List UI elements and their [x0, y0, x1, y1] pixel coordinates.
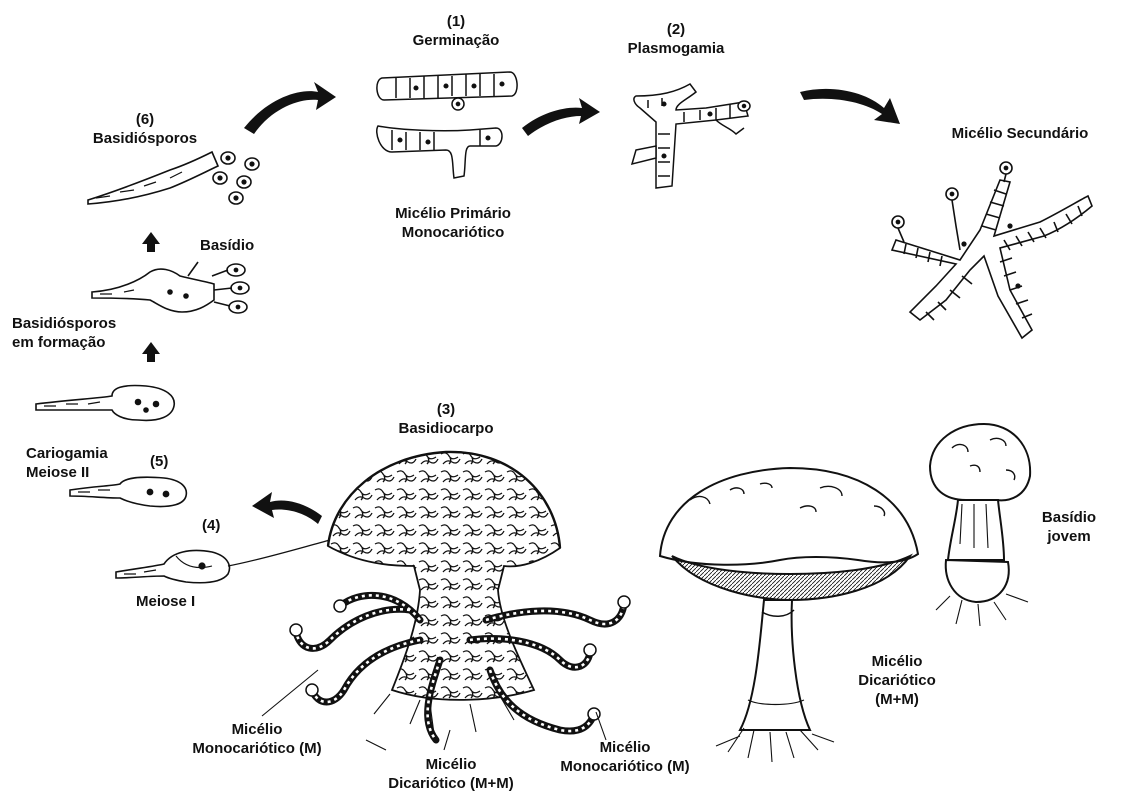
secondary-mycelium-title: Micélio Secundário [940, 124, 1100, 143]
basidiocarp-title: Basidiocarpo [376, 419, 516, 438]
plasmogamy-title: Plasmogamia [616, 39, 736, 58]
germination-step-number: (1) [386, 12, 526, 31]
mushroom-illustration [660, 468, 918, 762]
primary-mycelium-line1: Micélio Primário [370, 204, 536, 223]
basidiocarp-step-number: (3) [376, 400, 516, 419]
arrow-to-plasmogamy [522, 98, 600, 136]
dikaryotic-mycelium-center-label: Micélio Dicariótico (M+M) [366, 755, 536, 793]
germination-label: (1) Germinação [386, 12, 526, 50]
step5-label: (5) [150, 452, 168, 471]
spores-forming-line2: em formação [12, 333, 116, 352]
meiosis2-title: Meiose II [26, 463, 108, 482]
basidium-illustration [92, 262, 249, 313]
primary-mycelium-line2: Monocariótico [370, 223, 536, 242]
arrow-to-secondary-mycelium [800, 89, 900, 124]
plasmogamy-label: (2) Plasmogamia [616, 20, 736, 58]
step4-number: (4) [202, 516, 220, 535]
dikaryotic-center-line2: Dicariótico (M+M) [366, 774, 536, 793]
mono-mycelium-right-label: Micélio Monocariótico (M) [540, 738, 710, 776]
young-basidium-line2: jovem [1030, 527, 1108, 546]
young-basidium-illustration [930, 424, 1030, 626]
dikaryotic-right-line3: (M+M) [842, 690, 952, 709]
mono-mycelium-left-label: Micélio Monocariótico (M) [172, 720, 342, 758]
basidiospores-illustration [88, 152, 259, 204]
basidiocarp-label: (3) Basidiocarpo [376, 400, 516, 438]
primary-mycelium-label: Micélio Primário Monocariótico [370, 204, 536, 242]
basidiocarp-illustration [262, 452, 630, 750]
basidium-title: Basídio [200, 236, 254, 255]
spores-forming-label: Basidiósporos em formação [12, 314, 116, 352]
step4-label: (4) [202, 516, 220, 535]
dikaryotic-mycelium-right-label: Micélio Dicariótico (M+M) [842, 652, 952, 709]
karyogamy-title: Cariogamia [26, 444, 108, 463]
step5-number: (5) [150, 452, 168, 471]
up-arrow-basidium [142, 232, 160, 252]
basidiospores-label: (6) Basidiósporos [82, 110, 208, 148]
mono-left-line2: Monocariótico (M) [172, 739, 342, 758]
secondary-mycelium-label: Micélio Secundário [940, 124, 1100, 143]
secondary-mycelium [892, 162, 1092, 338]
mono-right-line2: Monocariótico (M) [540, 757, 710, 776]
meiosis1-title: Meiose I [136, 592, 195, 611]
karyogamy-label: Cariogamia Meiose II [26, 444, 108, 482]
plasmogamy-hyphae [632, 84, 750, 188]
arrow-to-meiosis [252, 492, 322, 524]
cycle-arrows [142, 82, 900, 524]
mono-left-line1: Micélio [172, 720, 342, 739]
dikaryotic-center-line1: Micélio [366, 755, 536, 774]
arrow-to-germination [244, 82, 336, 134]
meiosis1-label: Meiose I [136, 592, 195, 611]
karyogamy-cell [36, 385, 174, 420]
young-basidium-label: Basídio jovem [1030, 508, 1108, 546]
basidiospores-step-number: (6) [82, 110, 208, 129]
dikaryotic-right-line1: Micélio [842, 652, 952, 671]
dikaryotic-right-line2: Dicariótico [842, 671, 952, 690]
plasmogamy-step-number: (2) [616, 20, 736, 39]
basidiospores-title: Basidiósporos [82, 129, 208, 148]
spores-forming-line1: Basidiósporos [12, 314, 116, 333]
meiosis1-cell [116, 540, 330, 583]
germination-hyphae [377, 72, 517, 178]
young-basidium-line1: Basídio [1030, 508, 1108, 527]
basidium-label: Basídio [200, 236, 254, 255]
mono-right-line1: Micélio [540, 738, 710, 757]
up-arrow-forming [142, 342, 160, 362]
germination-title: Germinação [386, 31, 526, 50]
